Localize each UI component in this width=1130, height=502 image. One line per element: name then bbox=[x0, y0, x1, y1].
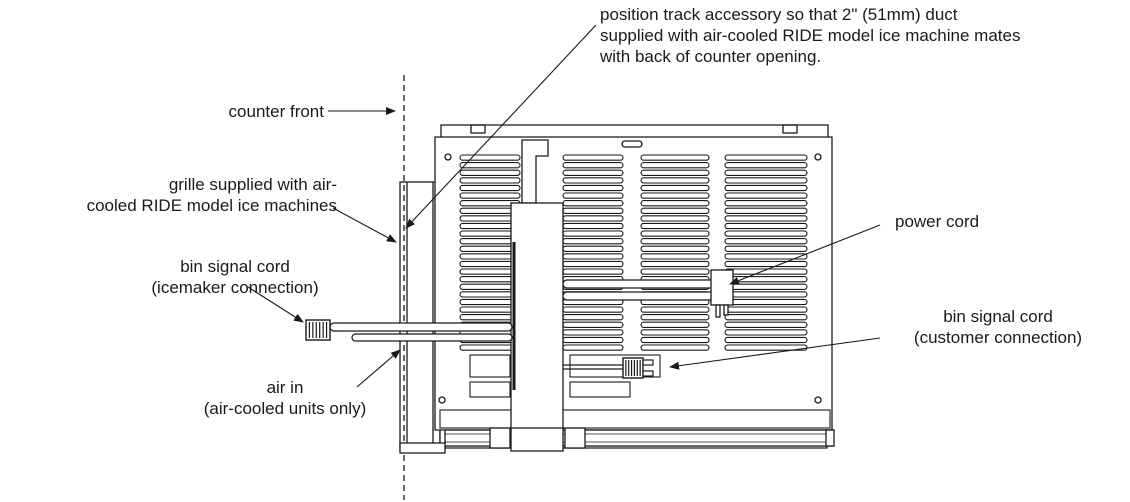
louver-slot bbox=[724, 344, 808, 351]
louver-slot bbox=[724, 184, 808, 192]
internal-duct bbox=[510, 139, 564, 449]
louver-slot bbox=[562, 192, 624, 199]
leader-bin-signal-customer bbox=[669, 337, 881, 370]
grille-label: grille supplied with air- cooled RIDE mo… bbox=[86, 175, 337, 215]
louver-slot bbox=[640, 200, 710, 207]
louver-slot bbox=[640, 207, 710, 214]
louver-slot bbox=[562, 177, 624, 184]
louver-slot bbox=[562, 169, 624, 176]
leader-air-in bbox=[356, 349, 401, 388]
louver-slot bbox=[640, 238, 710, 245]
louver-slot bbox=[640, 177, 710, 184]
louver-slot bbox=[562, 154, 624, 161]
louver-slot bbox=[640, 268, 710, 275]
louver-slot bbox=[640, 215, 710, 222]
louver-slot bbox=[640, 344, 710, 351]
louver-slot bbox=[640, 260, 710, 268]
louver-slot bbox=[459, 154, 521, 161]
louver-slot bbox=[724, 215, 808, 222]
louver-slot bbox=[724, 336, 808, 344]
louver-slot bbox=[562, 162, 624, 169]
leader-lines bbox=[247, 24, 881, 388]
louver-slot bbox=[640, 169, 710, 176]
louver-slot bbox=[724, 329, 808, 336]
bin-signal-cord-customer bbox=[563, 357, 654, 379]
louver-slot bbox=[459, 177, 521, 184]
louver-slot bbox=[459, 169, 521, 176]
leader-position-track bbox=[405, 24, 597, 229]
louver-slot bbox=[724, 162, 808, 169]
louver-slot bbox=[724, 154, 808, 161]
louver-slot bbox=[640, 162, 710, 169]
louver-slot bbox=[459, 184, 521, 192]
leader-bin-signal-icemaker bbox=[247, 286, 304, 323]
leader-grille bbox=[332, 207, 397, 243]
leader-power-cord bbox=[729, 224, 881, 285]
louver-slot bbox=[562, 184, 624, 192]
louver-slot bbox=[562, 200, 624, 207]
louver-slot bbox=[640, 253, 710, 260]
louver-slot bbox=[724, 192, 808, 199]
louver-slot bbox=[640, 314, 710, 321]
power-cord-label: power cord bbox=[895, 212, 980, 231]
louver-slot bbox=[459, 162, 521, 169]
louver-slot bbox=[724, 177, 808, 184]
power-cord-tubes bbox=[562, 279, 719, 301]
louver-slot bbox=[724, 260, 808, 268]
louver-slot bbox=[640, 306, 710, 313]
louver-slot bbox=[640, 192, 710, 199]
louver-slot bbox=[640, 154, 710, 161]
bin-signal-customer-label: bin signal cord (customer connection) bbox=[913, 307, 1083, 347]
counter-front-label: counter front bbox=[228, 102, 324, 121]
bin-signal-cord-icemaker bbox=[305, 319, 513, 342]
power-cord-connector bbox=[710, 269, 734, 318]
louver-slot bbox=[724, 230, 808, 237]
louver-slot bbox=[724, 169, 808, 176]
louver-slot bbox=[640, 222, 710, 230]
louver-slot bbox=[640, 321, 710, 328]
louver-slot bbox=[640, 230, 710, 237]
louver-slot bbox=[640, 184, 710, 192]
louver-slot bbox=[724, 200, 808, 207]
air-in-label: air in (air-cooled units only) bbox=[203, 378, 367, 418]
louver-slot bbox=[724, 314, 808, 321]
louver-slot bbox=[724, 207, 808, 214]
louver-slot bbox=[724, 321, 808, 328]
louver-slot bbox=[640, 336, 710, 344]
louver-slot bbox=[459, 192, 521, 199]
louver-slot bbox=[640, 245, 710, 252]
track-accessory bbox=[399, 427, 835, 454]
bin-signal-icemaker-label: bin signal cord (icemaker connection) bbox=[151, 257, 319, 297]
louver-slot bbox=[724, 222, 808, 230]
louver-slot bbox=[640, 329, 710, 336]
lower-panels bbox=[439, 354, 831, 429]
position-track-label: position track accessory so that 2" (51m… bbox=[600, 5, 1021, 66]
louver-slot bbox=[724, 245, 808, 252]
louver-slot bbox=[724, 238, 808, 245]
